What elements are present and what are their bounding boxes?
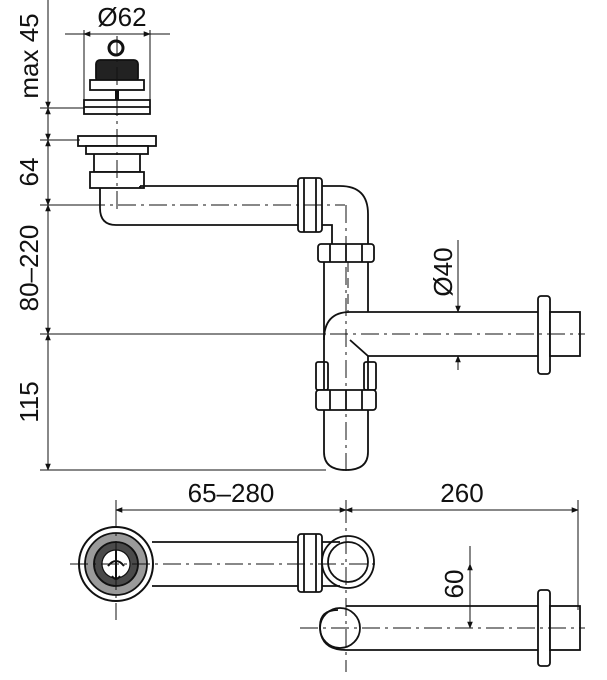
dim-offset: 60 (439, 570, 469, 599)
top-tube (152, 533, 323, 593)
dim-outlet-length: 260 (440, 478, 483, 508)
dim-body-height: 64 (14, 158, 44, 187)
side-view (77, 39, 581, 471)
dim-adjustable-height: 80–220 (14, 225, 44, 312)
dimension-lines-side (40, 0, 461, 471)
dimension-lines-top (115, 500, 579, 629)
top-elbow (321, 535, 375, 589)
basin-body (77, 135, 157, 226)
elbow (322, 185, 369, 246)
dim-trap-height: 115 (14, 381, 44, 422)
outlet-pipe (323, 295, 581, 375)
dim-outlet-diameter: Ø40 (428, 247, 458, 296)
centre-lines-top (70, 505, 585, 672)
dim-horizontal-adjust: 65–280 (188, 478, 275, 508)
upper-horizontal-tube (140, 177, 323, 233)
centre-lines-side (56, 36, 585, 475)
top-view (78, 526, 581, 667)
dim-max-height: max 45 (14, 13, 44, 98)
dim-strainer-diameter: Ø62 (97, 2, 146, 32)
